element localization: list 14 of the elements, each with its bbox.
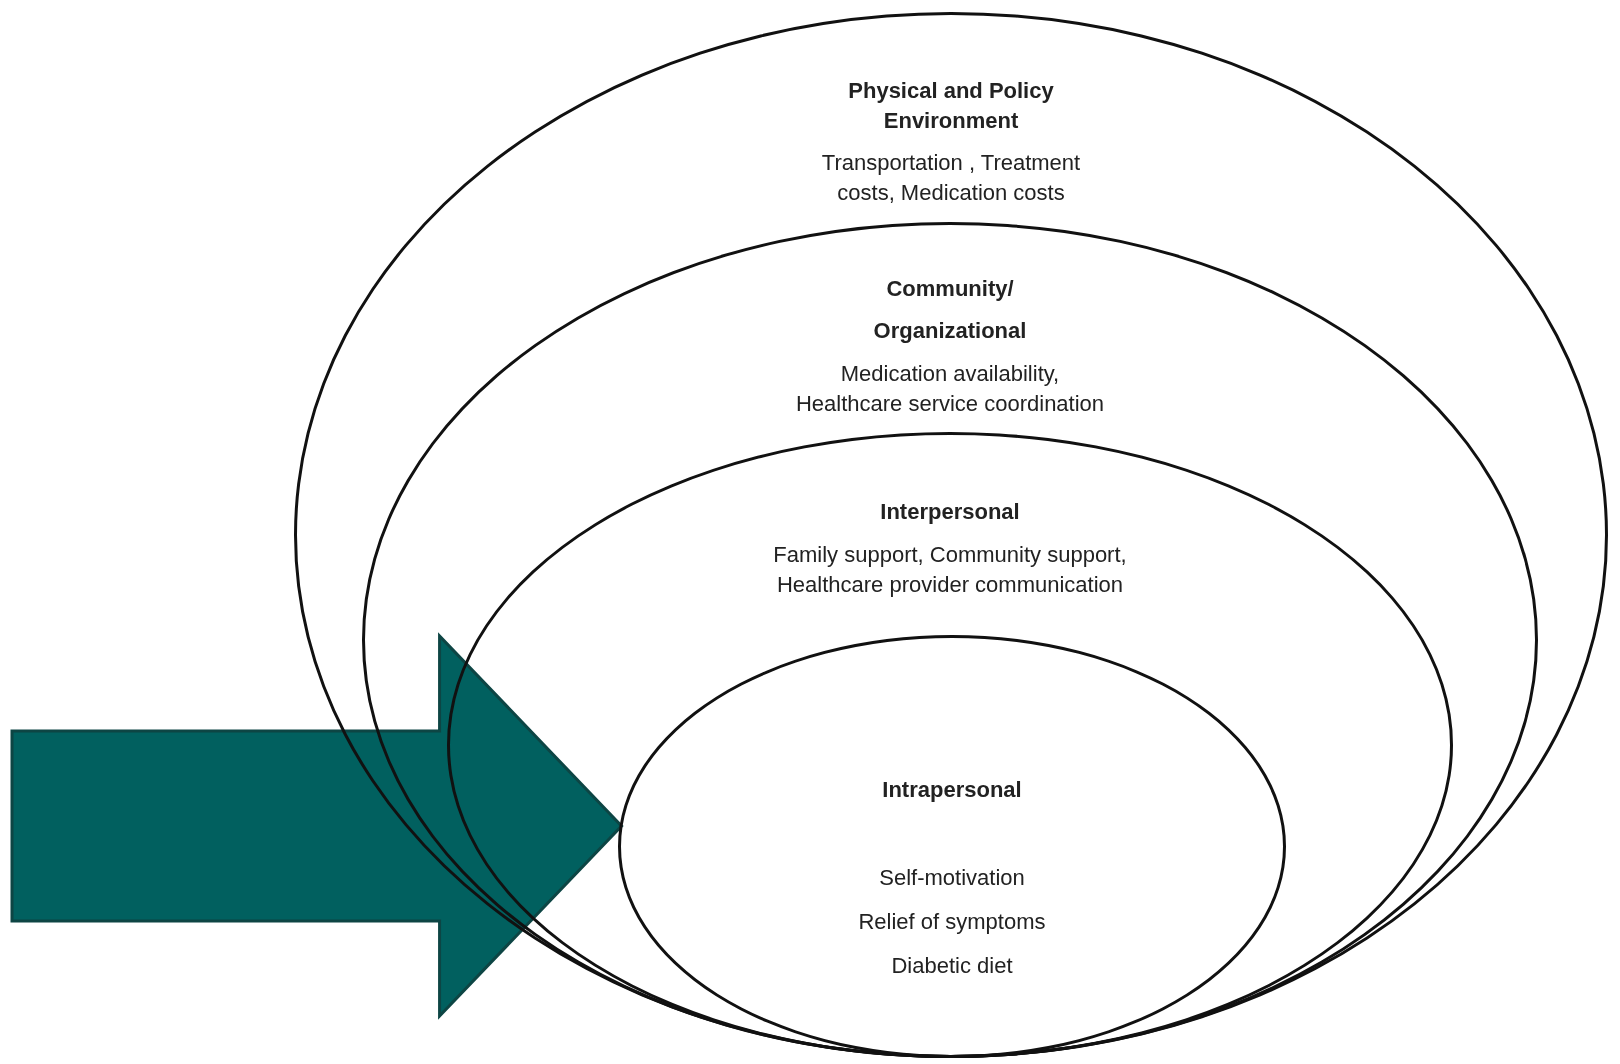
layer-factors: Transportation , Treatment costs, Medication costs	[820, 149, 1082, 207]
layer-title: Physical and Policy Environment	[847, 77, 1055, 135]
layer-factors: Medication availability, Healthcare service coordination	[794, 360, 1106, 418]
layer-factors: Family support, Community support, Healthcare provider communication	[772, 541, 1128, 599]
layer-factors: Relief of symptoms	[857, 908, 1047, 936]
ellipse-layer	[618, 635, 1286, 1058]
layer-title: Intrapersonal	[881, 776, 1023, 804]
layer-factors: Diabetic diet	[890, 952, 1014, 980]
ellipse-layer	[447, 432, 1453, 1058]
layer-factors: Self-motivation	[878, 864, 1026, 892]
layer-title: Interpersonal	[879, 498, 1021, 526]
layer-title: Community/ Organizational	[872, 275, 1028, 345]
ellipse-layer	[362, 222, 1538, 1058]
ellipse-layer	[294, 12, 1608, 1058]
